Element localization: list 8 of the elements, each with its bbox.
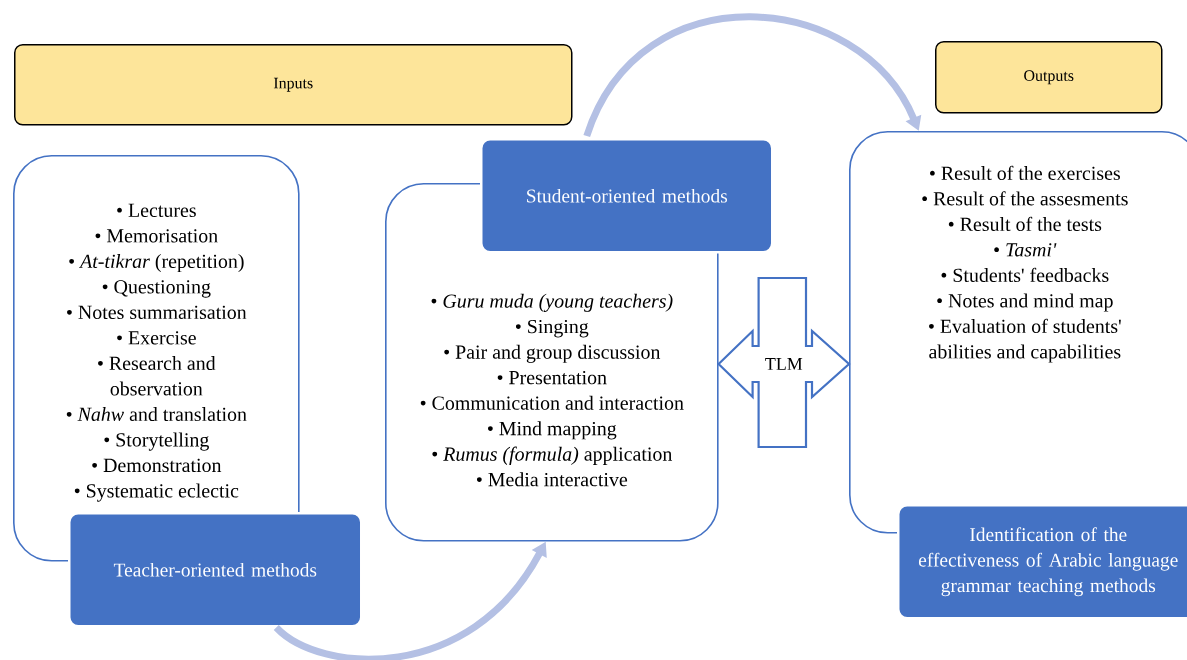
method-box: Teacher-oriented methods <box>68 512 363 628</box>
method-box: Student-oriented methods <box>480 138 774 254</box>
double-block-arrow <box>717 276 851 449</box>
heading-box: Outputs <box>935 41 1163 114</box>
method-box: Identification of the effectiveness of Arabic language grammar teaching methods <box>897 504 1187 620</box>
heading-box: Inputs <box>14 44 573 126</box>
curved-arrow <box>583 13 922 138</box>
edge-label: TLM <box>763 357 804 371</box>
